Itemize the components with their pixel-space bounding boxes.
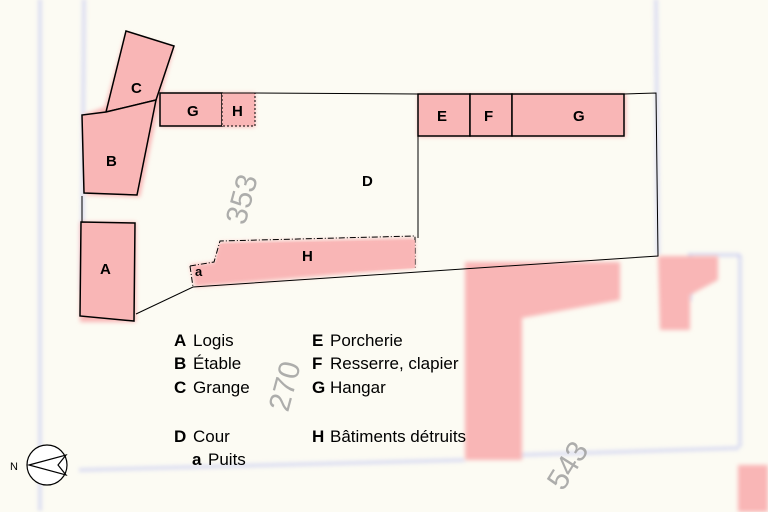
label-g-right: G — [573, 108, 585, 125]
label-b: B — [106, 153, 117, 170]
building-g-hangar-right — [511, 93, 625, 137]
label-c: C — [131, 80, 142, 97]
legend-text-puits: Puits — [208, 450, 246, 469]
legend-key-e: E — [312, 331, 323, 350]
parcel-543: 543 — [541, 436, 596, 496]
legend-text-porcherie: Porcherie — [330, 331, 403, 350]
destroyed-bottom — [189, 235, 416, 288]
north-arrow: N — [10, 444, 68, 486]
label-h-bottom: H — [302, 248, 313, 265]
legend-key-f: F — [312, 354, 322, 373]
legend-text-hangar: Hangar — [330, 378, 386, 397]
legend-key-a-puits: a — [192, 450, 202, 469]
legend-key-c: C — [174, 378, 186, 397]
label-e: E — [437, 108, 447, 125]
legend-text-logis: Logis — [193, 331, 234, 350]
label-f: F — [484, 108, 493, 125]
label-d: D — [362, 173, 373, 190]
north-label: N — [10, 461, 18, 473]
legend-col1: A Logis B Étable C Grange D Cour a Puits — [174, 331, 250, 469]
fill-h-bottom — [215, 240, 415, 278]
label-h-top: H — [232, 103, 243, 120]
buildings — [79, 30, 625, 322]
legend-text-cour: Cour — [193, 427, 230, 446]
legend-key-b: B — [174, 354, 186, 373]
courtyard-d-outline — [81, 92, 659, 315]
parcel-543-fill — [465, 256, 768, 512]
legend-key-g: G — [312, 378, 325, 397]
label-g-left: G — [187, 103, 199, 120]
legend-key-a: A — [174, 331, 186, 350]
legend-text-resserre: Resserre, clapier — [330, 354, 459, 373]
legend-text-etable: Étable — [193, 354, 241, 373]
north-arrow-icon — [26, 453, 68, 477]
legend-text-grange: Grange — [193, 378, 250, 397]
parcel-270: 270 — [263, 358, 308, 415]
building-a-logis — [79, 221, 136, 322]
parcel-353: 353 — [220, 171, 265, 228]
building-f-resserre — [469, 93, 513, 137]
legend-key-h: H — [312, 427, 324, 446]
label-a: A — [100, 261, 111, 278]
legend-col2: E Porcherie F Resserre, clapier G Hangar… — [312, 331, 466, 446]
legend-key-d: D — [174, 427, 186, 446]
legend-text-batiments: Bâtiments détruits — [330, 427, 466, 446]
building-b-etable — [81, 98, 157, 196]
label-a-puits: a — [195, 264, 203, 279]
